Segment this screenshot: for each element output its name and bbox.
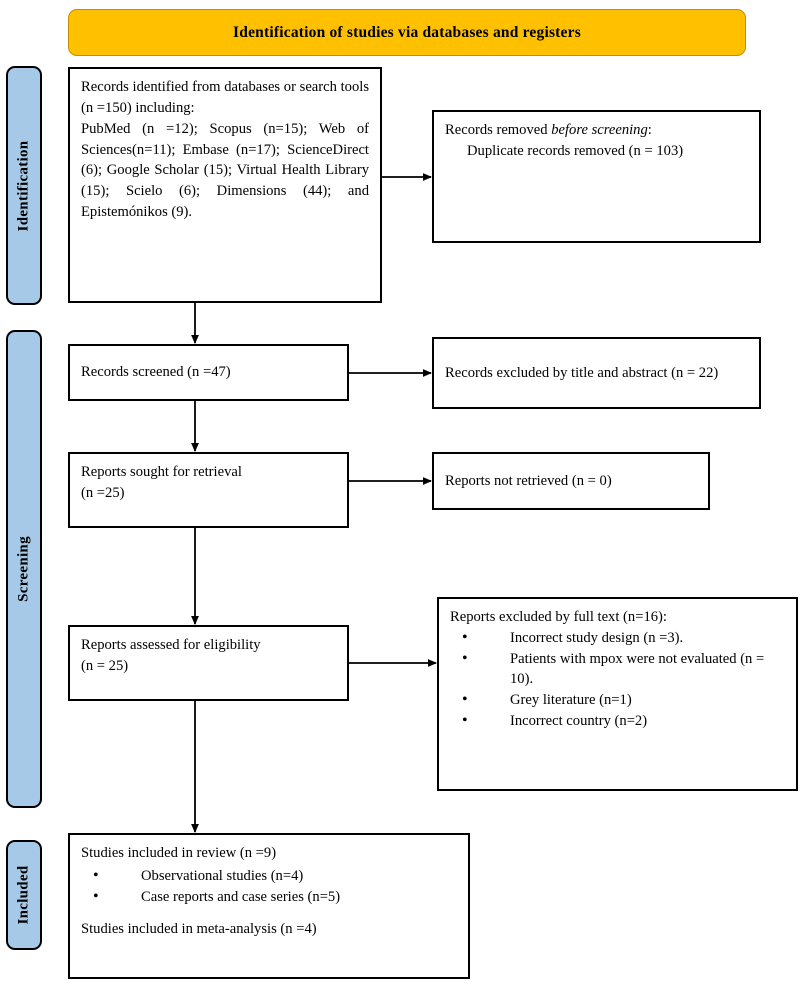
- records-identified-line2: PubMed (n =12); Scopus (n=15); Web of Sc…: [81, 120, 369, 221]
- reports-excluded-full-text-list: Incorrect study design (n =3). Patients …: [450, 627, 785, 732]
- box-records-screened: Records screened (n =47): [68, 344, 349, 401]
- records-removed-lead: Records removed before screening:: [445, 120, 748, 141]
- records-removed-lead-prefix: Records removed: [445, 122, 552, 138]
- diagram-title: Identification of studies via databases …: [233, 23, 581, 41]
- box-records-removed: Records removed before screening: Duplic…: [432, 110, 761, 243]
- records-removed-lead-italic: before screening: [551, 122, 648, 138]
- box-reports-eligibility: Reports assessed for eligibility (n = 25…: [68, 625, 349, 701]
- box-studies-included: Studies included in review (n =9) Observ…: [68, 833, 470, 979]
- reports-not-retrieved-text: Reports not retrieved (n = 0): [445, 472, 612, 489]
- stage-label-included-text: Included: [15, 865, 32, 925]
- stage-label-identification-text: Identification: [15, 140, 32, 231]
- list-item: Observational studies (n=4): [81, 865, 457, 887]
- list-item: Grey literature (n=1): [450, 689, 785, 711]
- records-identified-line1: Records identified from databases or sea…: [81, 79, 369, 116]
- reports-excluded-full-text-lead: Reports excluded by full text (n=16):: [450, 609, 667, 625]
- box-records-identified: Records identified from databases or sea…: [68, 67, 382, 303]
- list-item: Incorrect study design (n =3).: [450, 627, 785, 649]
- studies-included-lead: Studies included in review (n =9): [81, 845, 277, 861]
- list-item: Patients with mpox were not evaluated (n…: [450, 648, 785, 690]
- list-item: Case reports and case series (n=5): [81, 886, 457, 908]
- records-removed-item: Duplicate records removed (n = 103): [467, 142, 684, 159]
- box-reports-sought: Reports sought for retrieval (n =25): [68, 452, 349, 528]
- stage-label-identification: Identification: [6, 66, 42, 305]
- box-reports-not-retrieved: Reports not retrieved (n = 0): [432, 452, 710, 510]
- list-item: Incorrect country (n=2): [450, 710, 785, 732]
- records-removed-lead-suffix: :: [647, 122, 652, 138]
- stage-label-screening: Screening: [6, 330, 42, 808]
- stage-label-screening-text: Screening: [15, 536, 32, 602]
- records-excluded-title-abstract-text: Records excluded by title and abstract (…: [445, 364, 719, 381]
- studies-included-list: Observational studies (n=4) Case reports…: [81, 865, 457, 908]
- records-screened-text: Records screened (n =47): [81, 364, 231, 381]
- studies-included-meta-analysis: Studies included in meta-analysis (n =4): [81, 921, 317, 938]
- reports-eligibility-line2: (n = 25): [81, 657, 129, 674]
- reports-sought-line2: (n =25): [81, 484, 125, 501]
- box-records-excluded-title-abstract: Records excluded by title and abstract (…: [432, 337, 761, 409]
- stage-label-included: Included: [6, 840, 42, 950]
- box-reports-excluded-full-text: Reports excluded by full text (n=16): In…: [437, 597, 798, 791]
- reports-sought-line1: Reports sought for retrieval: [81, 464, 242, 480]
- reports-eligibility-line1: Reports assessed for eligibility: [81, 637, 261, 653]
- diagram-title-banner: Identification of studies via databases …: [68, 9, 746, 56]
